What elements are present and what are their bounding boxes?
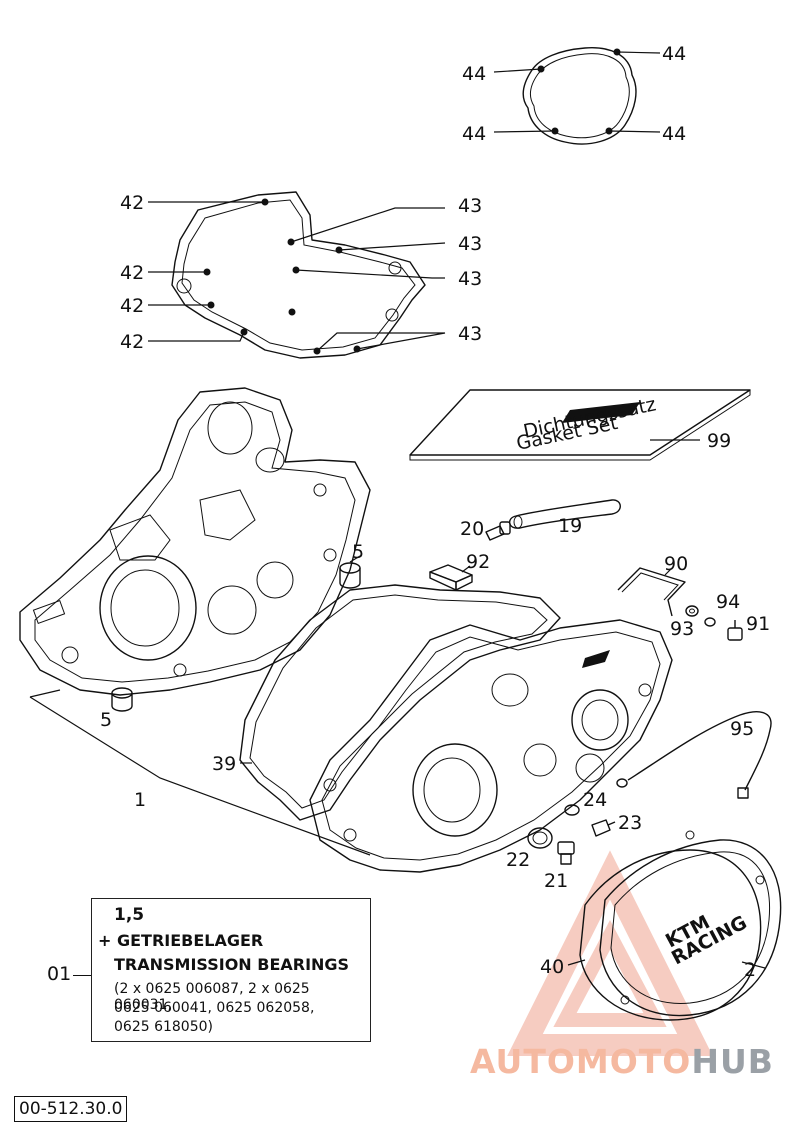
leader-1: [29, 696, 371, 856]
legend-title: 1,5: [114, 905, 145, 925]
hose-19: [509, 499, 621, 529]
watermark-part-2: HUB: [691, 1042, 774, 1081]
dowel-5-lower: [111, 687, 133, 712]
gasket-40: [567, 849, 762, 1021]
washer-93: [685, 605, 699, 617]
label-95: 95: [730, 718, 754, 740]
label-40: 40: [540, 956, 564, 978]
label-42-b: 42: [120, 262, 144, 284]
watermark-part-1: AUTOMOTO: [470, 1042, 692, 1081]
label-42-a: 42: [120, 192, 144, 214]
label-92: 92: [466, 551, 490, 573]
label-43-a: 43: [458, 195, 482, 217]
label-43-b: 43: [458, 233, 482, 255]
label-19: 19: [558, 515, 582, 537]
label-39: 39: [212, 753, 236, 775]
label-23: 23: [618, 812, 642, 834]
cable-95: [616, 711, 772, 799]
label-5-lower: 5: [100, 709, 112, 731]
label-21: 21: [544, 870, 568, 892]
callout-labels: 44 44 44 44 42 42 42 42 43 43 43 43 99 1…: [100, 43, 770, 981]
drawing-number: 00-512.30.0: [14, 1096, 128, 1122]
legend-line-5: 0625 618050): [114, 1019, 213, 1035]
label-42-d: 42: [120, 331, 144, 353]
plug-21: [557, 841, 575, 865]
legend-line-4: 0625 060041, 0625 062058,: [114, 1000, 315, 1016]
legend-ref-label: 01: [47, 963, 72, 985]
screw-23: [591, 819, 616, 837]
gasket-set-99: Dichtungssatz Gasket Set: [409, 389, 751, 461]
label-44-d: 44: [662, 123, 686, 145]
gasket-39: [239, 584, 561, 821]
label-20: 20: [460, 518, 484, 540]
label-1: 1: [134, 789, 146, 811]
label-43-c: 43: [458, 268, 482, 290]
washer-94: [704, 617, 716, 627]
fitting-20: [485, 521, 511, 541]
gasket-42-43: [148, 191, 446, 359]
label-94: 94: [716, 591, 740, 613]
label-22: 22: [506, 849, 530, 871]
legend-line-2: TRANSMISSION BEARINGS: [114, 955, 350, 974]
label-43-d: 43: [458, 323, 482, 345]
label-44-b: 44: [662, 43, 686, 65]
label-5-upper: 5: [352, 541, 364, 563]
label-90: 90: [664, 553, 688, 575]
gasket-44: [493, 47, 661, 145]
label-44-c: 44: [462, 123, 486, 145]
bracket-90: [617, 567, 686, 617]
legend-line-1: + GETRIEBELAGER: [98, 931, 264, 950]
label-44-a: 44: [462, 63, 486, 85]
label-91: 91: [746, 613, 770, 635]
label-2: 2: [744, 959, 756, 981]
ring-24: [564, 804, 580, 816]
label-42-c: 42: [120, 295, 144, 317]
crankcase-right: [309, 619, 673, 873]
bolt-91: [727, 620, 743, 641]
legend-box: 1,5 + GETRIEBELAGER TRANSMISSION BEARING…: [91, 898, 371, 1042]
legend-leader: [73, 975, 91, 976]
seal-22: [527, 827, 553, 849]
watermark-text: AUTOMOTOHUB: [470, 1042, 774, 1081]
label-24: 24: [583, 789, 607, 811]
legend-line-3: (2 x 0625 006087, 2 x 0625 060031,: [114, 981, 310, 1013]
label-99: 99: [707, 430, 731, 452]
dowel-5-upper: [339, 555, 361, 589]
label-93: 93: [670, 618, 694, 640]
crankcase-left: [19, 387, 371, 696]
